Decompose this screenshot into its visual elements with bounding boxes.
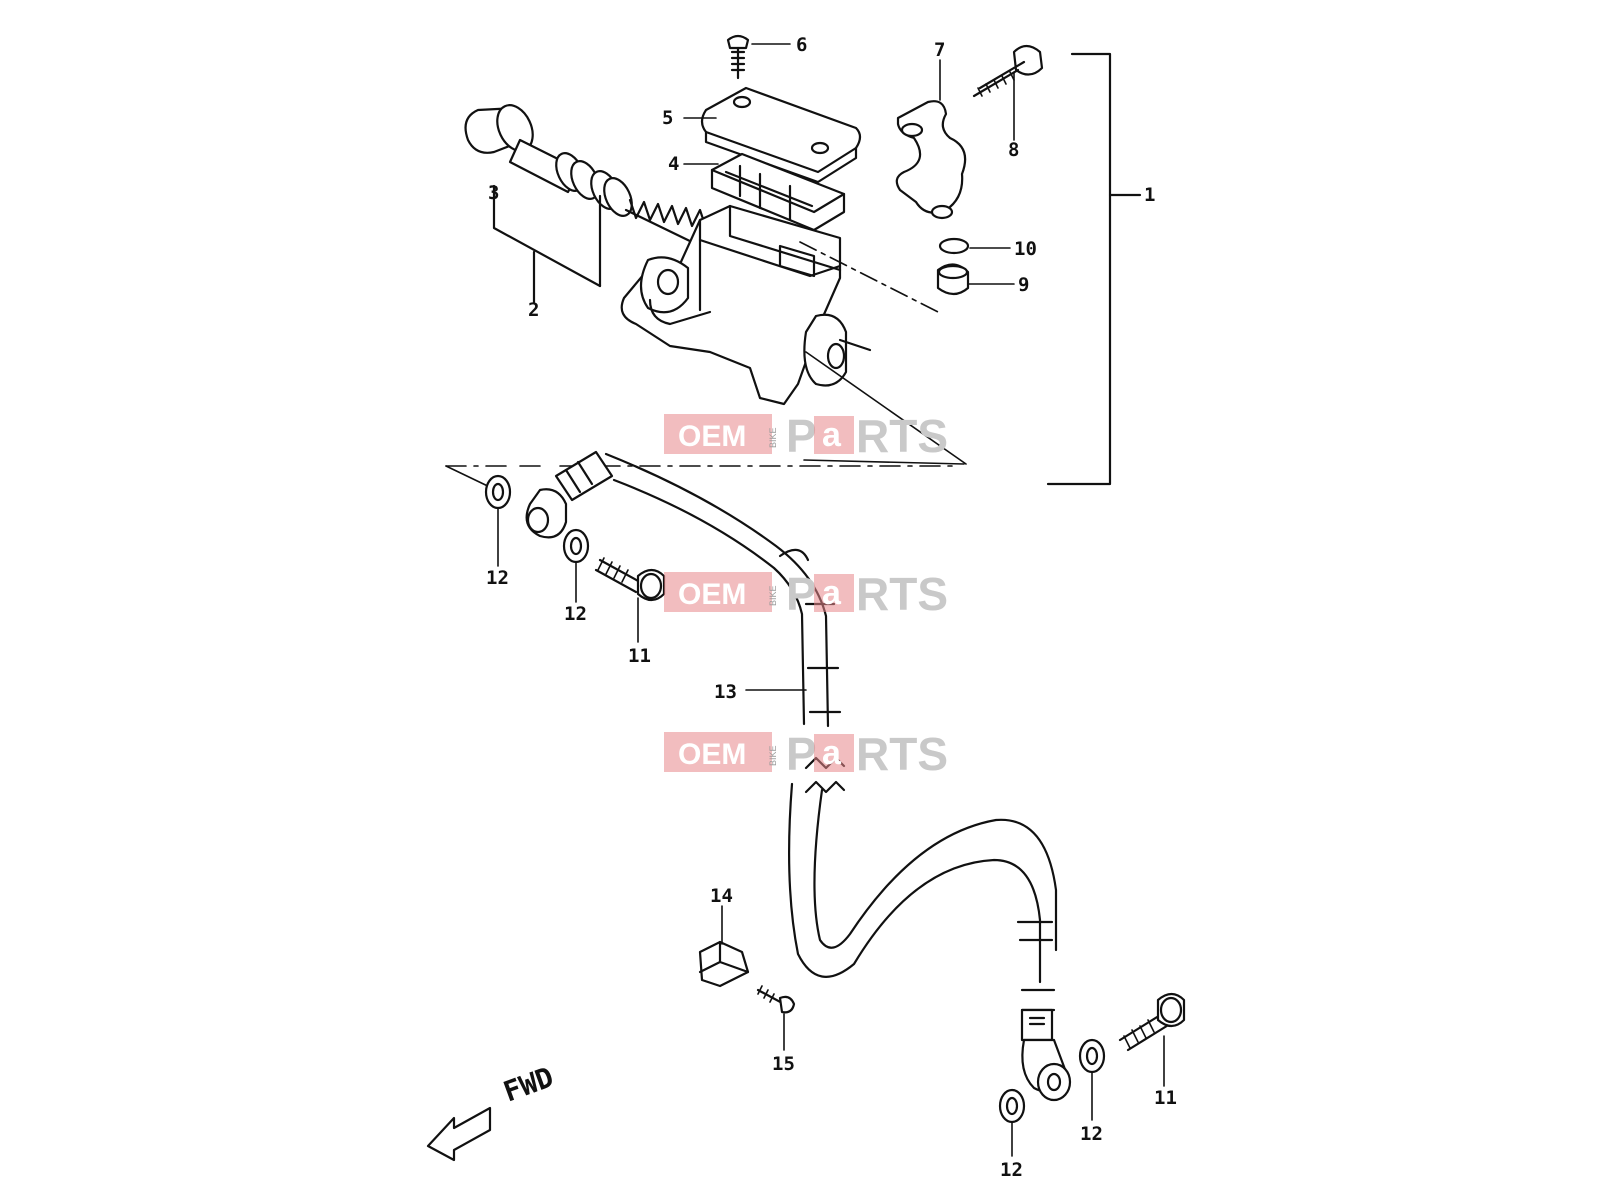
part-label-14: 14 [710, 885, 733, 907]
washer-12b [562, 528, 590, 564]
forward-arrow-icon [426, 1106, 492, 1162]
part-label-11a: 11 [628, 645, 651, 667]
watermark-bike-text: BIKE [768, 427, 778, 448]
watermark-parts-rts: RTS [856, 728, 948, 780]
clamp-bolt [972, 44, 1044, 98]
hose-clamp [698, 940, 750, 988]
fwd-label: FWD [499, 1060, 558, 1108]
part-label-4: 4 [668, 153, 679, 175]
watermark-3: OEM BIKE P a RTS [664, 728, 948, 780]
alignment-lines [445, 241, 967, 491]
watermark-parts-rts: RTS [856, 410, 948, 462]
watermark-oem-text: OEM [678, 420, 746, 453]
part-label-8: 8 [1008, 139, 1019, 161]
watermark-oem-text: OEM [678, 738, 746, 771]
reservoir-plug [936, 263, 970, 296]
watermark-parts-a: a [822, 574, 842, 612]
piston-assembly [464, 104, 708, 304]
part-label-12b: 12 [564, 603, 587, 625]
part-label-5: 5 [662, 107, 673, 129]
watermark-parts-p: P [786, 568, 817, 620]
banjo-bolt-lower [1118, 992, 1186, 1052]
watermark-1: OEM BIKE P a RTS [664, 410, 948, 462]
part-label-2: 2 [528, 299, 539, 321]
forward-direction-indicator: FWD [426, 1060, 558, 1162]
banjo-bolt-upper [594, 557, 666, 602]
washer-12c [1078, 1038, 1106, 1074]
watermark-parts-rts: RTS [856, 568, 948, 620]
part-label-12a: 12 [486, 567, 509, 589]
part-label-9: 9 [1018, 274, 1029, 296]
part-label-3: 3 [488, 182, 499, 204]
part-label-13: 13 [714, 681, 737, 703]
leader-lines [497, 43, 1165, 1157]
part-label-6: 6 [796, 34, 807, 56]
o-ring [938, 237, 970, 255]
watermark-bike-text: BIKE [768, 745, 778, 766]
master-cylinder-body [620, 204, 872, 406]
cap-screw [726, 34, 750, 80]
part-label-1: 1 [1144, 184, 1155, 206]
part-label-12c: 12 [1080, 1123, 1103, 1145]
part-label-15: 15 [772, 1053, 795, 1075]
part-label-10: 10 [1014, 238, 1037, 260]
watermark-2: OEM BIKE P a RTS [664, 568, 948, 620]
watermark-parts-p: P [786, 728, 817, 780]
washer-12d [998, 1088, 1026, 1124]
handlebar-clamp [895, 100, 967, 220]
part-labels: 1 2 3 4 5 6 7 8 9 10 11 11 12 12 12 12 1… [486, 34, 1177, 1181]
watermark-bike-text: BIKE [768, 585, 778, 606]
part-label-11b: 11 [1154, 1087, 1177, 1109]
washer-12a [484, 474, 512, 510]
assembly-bracket [1046, 52, 1142, 486]
part-label-7: 7 [934, 39, 945, 61]
clamp-screw [756, 985, 796, 1014]
watermark-oem-text: OEM [678, 578, 746, 611]
watermark-parts-p: P [786, 410, 817, 462]
part-label-12d: 12 [1000, 1159, 1023, 1181]
watermark-parts-a: a [822, 734, 842, 772]
watermark-parts-a: a [822, 416, 842, 454]
